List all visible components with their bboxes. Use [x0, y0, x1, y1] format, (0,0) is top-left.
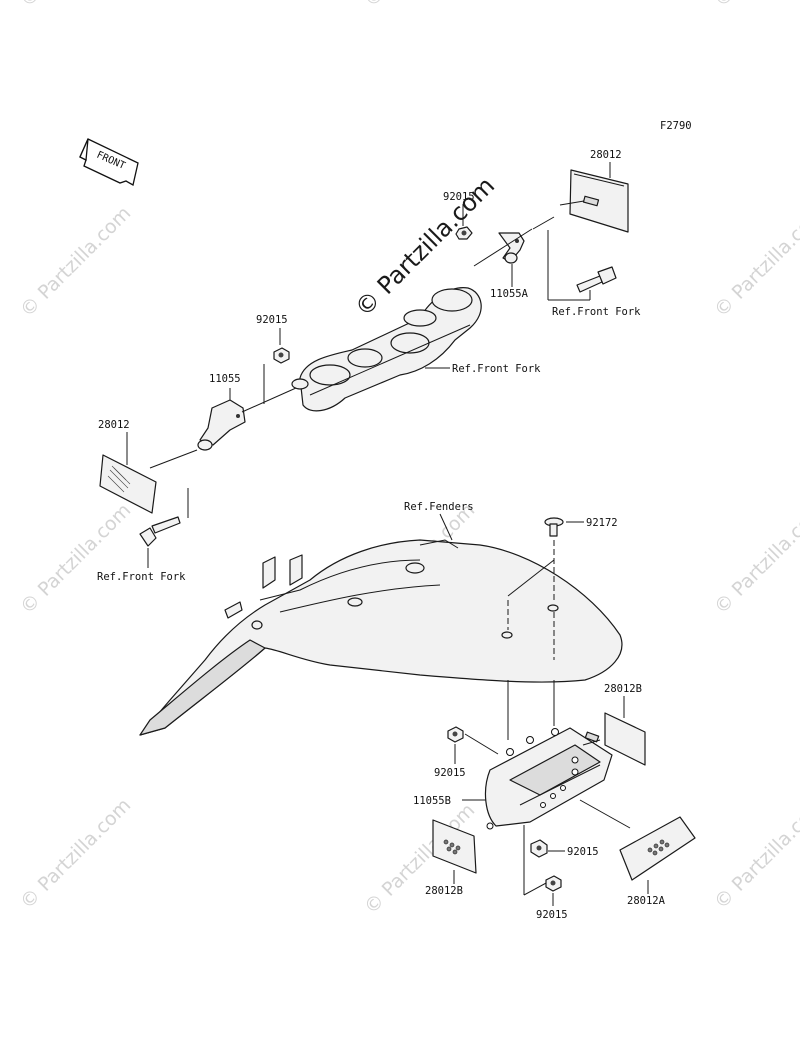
- nut-lower-mid: [530, 839, 548, 858]
- watermark: © Partzilla.com: [710, 499, 800, 618]
- callout-11055b: 11055B: [413, 795, 451, 807]
- screw-92172: [544, 517, 564, 537]
- callout-11055: 11055: [209, 373, 241, 385]
- nut-lower-bottom: [545, 875, 562, 892]
- nut-upper-right: [455, 226, 473, 240]
- callout-11055a: 11055A: [490, 288, 529, 300]
- reflector-side-left: [432, 819, 477, 874]
- watermark: © Partzilla.com: [710, 202, 800, 321]
- bracket-11055a: [498, 232, 525, 264]
- reflector-upper-right: [559, 169, 629, 233]
- callout-92172: 92172: [586, 517, 618, 529]
- callout-92015-lower-bottom: 92015: [536, 909, 568, 921]
- bracket-11055b: [484, 727, 613, 830]
- bolt-upper-right: [576, 266, 617, 293]
- callout-ref-front-fork-3: Ref.Front Fork: [97, 571, 186, 583]
- reflector-upper-left: [99, 454, 157, 514]
- callout-28012b-left: 28012B: [425, 885, 463, 897]
- callout-28012a: 28012A: [627, 895, 666, 907]
- watermark: © Partzilla.com: [360, 0, 479, 12]
- nut-lower-left: [447, 726, 464, 743]
- nut-upper-left: [273, 347, 290, 364]
- figure-code: F2790: [660, 120, 692, 132]
- triple-clamp: [291, 287, 482, 412]
- callout-28012-upper-left: 28012: [98, 419, 130, 431]
- callout-92015-lower-mid: 92015: [567, 846, 599, 858]
- reflector-front: [619, 816, 696, 881]
- watermark: © Partzilla.com: [16, 0, 135, 12]
- callout-92015-lower-left: 92015: [434, 767, 466, 779]
- callout-ref-front-fork-2: Ref.Front Fork: [452, 363, 541, 375]
- callout-ref-front-fork-1: Ref.Front Fork: [552, 306, 641, 318]
- watermark-group: © Partzilla.com © Partzilla.com © Partzi…: [16, 0, 800, 919]
- watermark: © Partzilla.com: [710, 0, 800, 12]
- callout-28012-upper: 28012: [590, 149, 622, 161]
- watermark: © Partzilla.com: [16, 202, 135, 321]
- watermark: © Partzilla.com: [710, 794, 800, 913]
- fender: [139, 539, 623, 736]
- reflector-side-right: [584, 712, 646, 766]
- bolt-upper-left: [139, 516, 181, 547]
- callout-92015-upper-left: 92015: [256, 314, 288, 326]
- callout-ref-fenders: Ref.Fenders: [404, 501, 474, 513]
- watermark: © Partzilla.com: [16, 794, 135, 913]
- callout-28012b-right: 28012B: [604, 683, 642, 695]
- callout-92015-upper-right: 92015: [443, 191, 475, 203]
- bracket-11055: [197, 399, 246, 451]
- front-arrow-icon: FRONT: [79, 138, 139, 186]
- watermark: © Partzilla.com: [16, 499, 135, 618]
